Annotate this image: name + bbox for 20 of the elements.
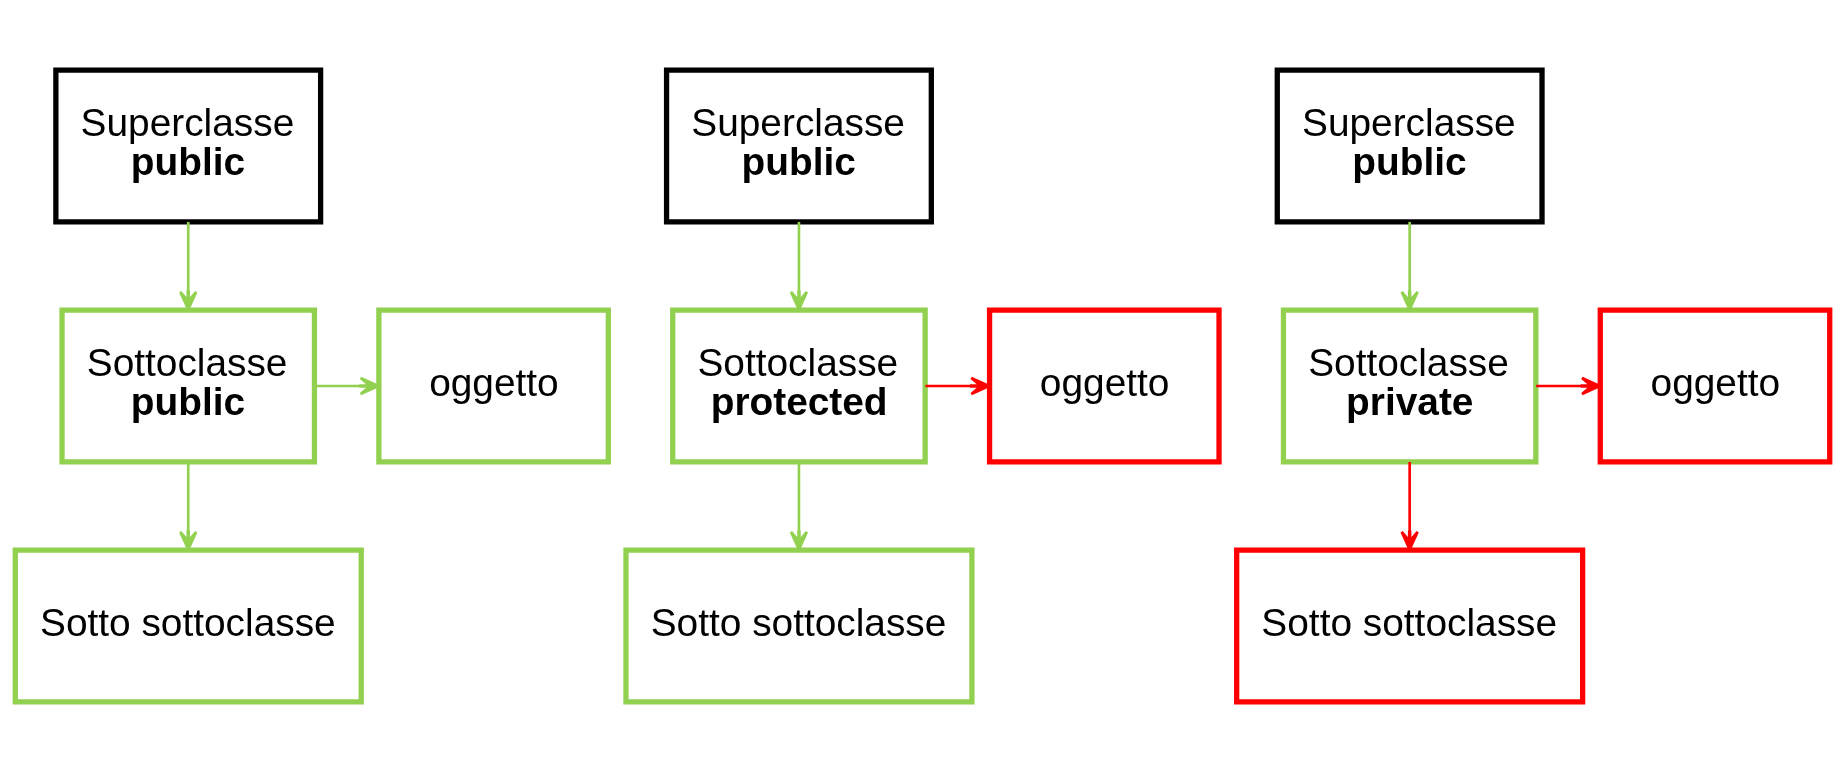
node-box: Sotto sottoclasse (623, 547, 975, 705)
node-box: Sotto sottoclasse (1234, 547, 1586, 705)
node-box: Superclasse public (53, 67, 324, 225)
node-box: oggetto (1597, 307, 1833, 465)
node-box: Superclasse public (1274, 67, 1545, 225)
arrow (789, 221, 809, 311)
arrow (1400, 461, 1419, 551)
node-box: Sottoclasse protected (670, 307, 928, 465)
node-box: oggetto (376, 307, 611, 465)
arrow (1400, 221, 1419, 311)
arrow (179, 461, 198, 551)
node-box: Sottoclasse private (1280, 307, 1539, 465)
arrow (179, 221, 198, 311)
arrow (789, 461, 809, 551)
arrow (314, 376, 380, 396)
node-box: oggetto (986, 307, 1222, 465)
node-box: Superclasse public (663, 67, 934, 225)
arrow (1536, 376, 1601, 396)
node-box: Sottoclasse public (59, 307, 318, 465)
node-box: Sotto sottoclasse (12, 547, 364, 705)
